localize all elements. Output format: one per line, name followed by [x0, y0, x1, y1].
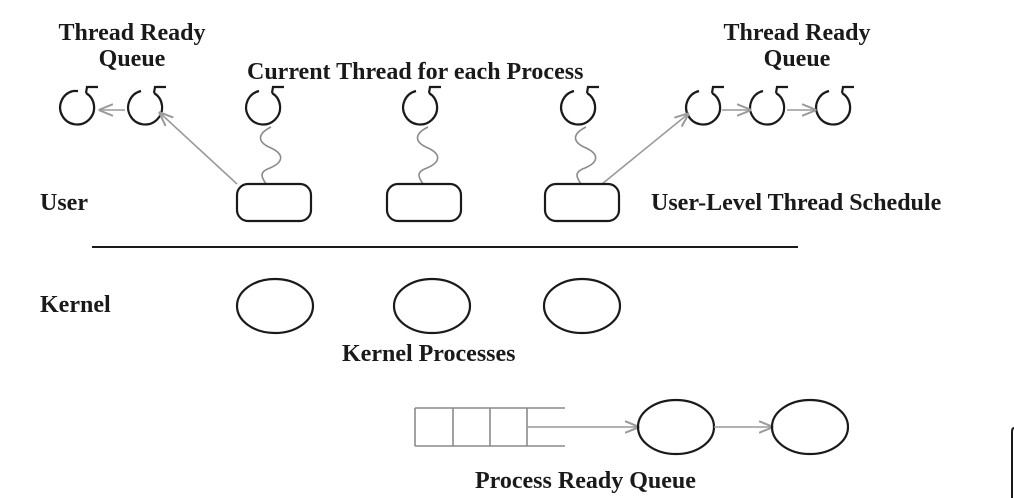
scheduler-arrow-left	[160, 113, 238, 185]
squiggle-process-2	[416, 126, 439, 185]
kernel-processes-label: Kernel Processes	[342, 341, 516, 367]
left-queue-label-line1: Thread Ready	[58, 20, 206, 46]
user-process-box-1	[235, 182, 313, 223]
kernel-process-3	[542, 277, 622, 335]
user-process-box-3	[543, 182, 621, 223]
scheduler-arrow-right	[601, 114, 688, 185]
current-thread-2	[402, 85, 441, 126]
left-queue-thread-1	[59, 85, 98, 126]
ready-process-2	[770, 398, 850, 456]
left-queue-label: Thread Ready Queue	[40, 20, 224, 72]
right-queue-label-line1: Thread Ready	[723, 20, 871, 46]
left-queue-label-line2: Queue	[98, 46, 166, 72]
user-process-box-2	[385, 182, 463, 223]
kernel-process-1	[235, 277, 315, 335]
current-thread-3	[560, 85, 599, 126]
right-queue-label-line2: Queue	[763, 46, 831, 72]
right-queue-thread-1	[685, 85, 724, 126]
kernel-label: Kernel	[40, 292, 111, 318]
user-label: User	[40, 190, 88, 216]
kernel-process-2	[392, 277, 472, 335]
right-queue-thread-2	[749, 85, 788, 126]
right-queue-thread-3	[815, 85, 854, 126]
right-queue-label: Thread Ready Queue	[705, 20, 889, 72]
squiggle-process-1	[259, 126, 282, 185]
process-ready-queue-label: Process Ready Queue	[475, 468, 696, 494]
ready-process-1	[636, 398, 716, 456]
left-queue-thread-2	[127, 85, 166, 126]
squiggle-process-3	[574, 126, 597, 185]
current-thread-1	[245, 85, 284, 126]
current-thread-label: Current Thread for each Process	[247, 59, 584, 85]
user-level-scheduler-label: User-Level Thread Schedule	[651, 190, 942, 216]
